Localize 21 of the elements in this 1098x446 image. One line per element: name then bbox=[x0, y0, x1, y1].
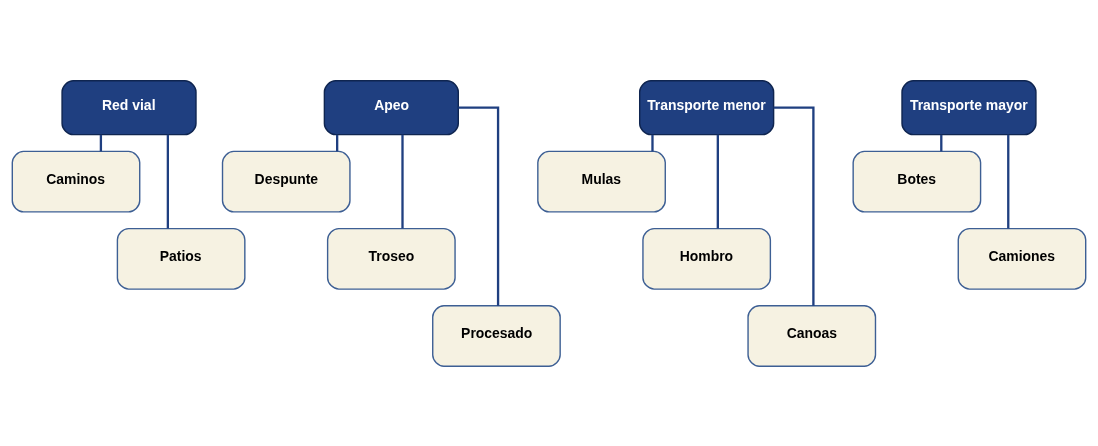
node-box: Apeo bbox=[323, 79, 459, 135]
node-box: Despunte bbox=[221, 150, 351, 213]
node-box: Patios bbox=[116, 227, 246, 290]
connector bbox=[1007, 134, 1010, 228]
node-box: Botes bbox=[852, 150, 982, 213]
node-box: Camiones bbox=[957, 227, 1087, 290]
node-box: Transporte menor bbox=[639, 79, 775, 135]
node-box: Red vial bbox=[61, 79, 197, 135]
connector bbox=[166, 134, 170, 228]
node-box: Caminos bbox=[11, 150, 141, 213]
node-box: Procesado bbox=[432, 304, 561, 367]
connector bbox=[651, 134, 654, 151]
node-box: Canoas bbox=[747, 304, 877, 367]
connector bbox=[716, 134, 719, 228]
node-box: Mulas bbox=[537, 150, 666, 213]
connector bbox=[773, 106, 815, 306]
node-box: Transporte mayor bbox=[901, 79, 1037, 135]
connector bbox=[401, 134, 404, 228]
node-box: Hombro bbox=[642, 227, 772, 290]
node-box: Troseo bbox=[326, 227, 456, 290]
connector bbox=[458, 106, 500, 306]
